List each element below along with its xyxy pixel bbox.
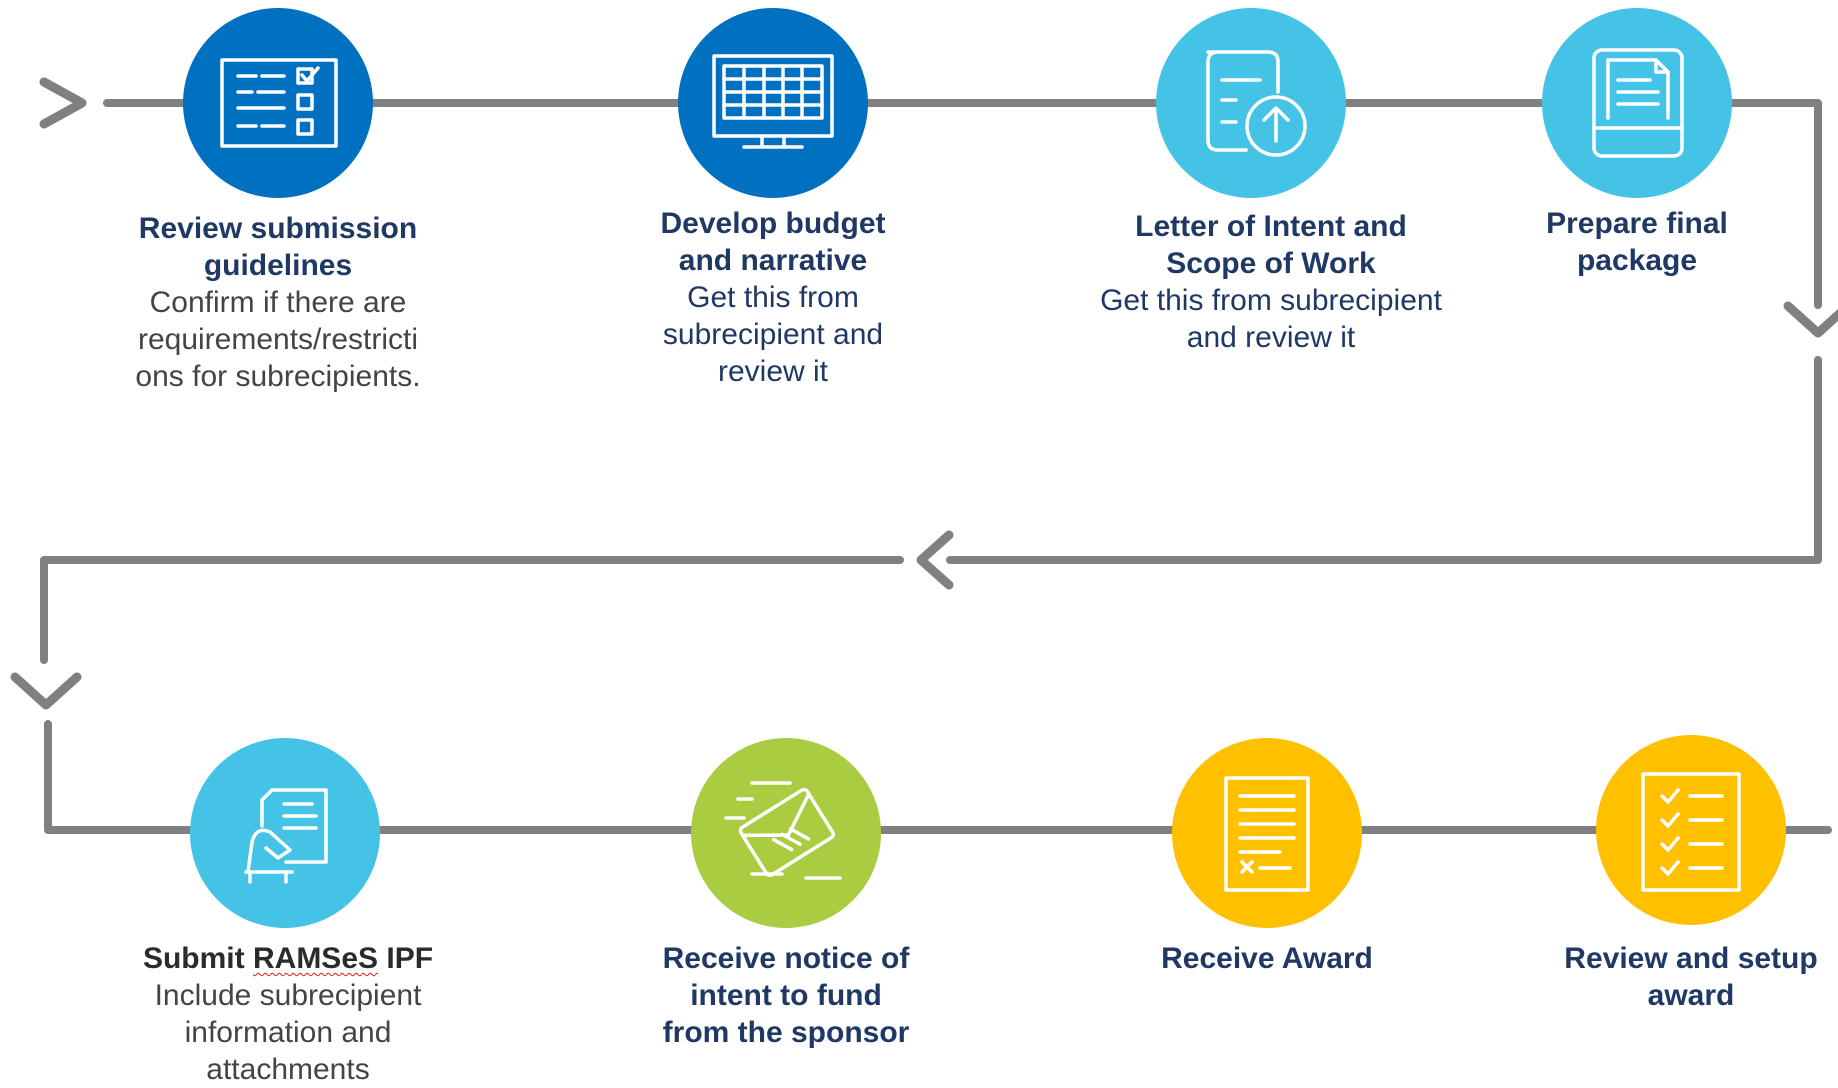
checklist-form-icon	[220, 58, 338, 148]
step-title: and narrative	[678, 244, 868, 277]
step-title: Scope of Work	[1166, 247, 1376, 280]
chevron-down-icon	[10, 672, 82, 710]
document-package-icon	[1592, 48, 1684, 158]
step-title: Prepare final	[1546, 207, 1728, 240]
step-4-label: Prepare final package	[1507, 205, 1767, 279]
step-6-circle	[691, 738, 881, 928]
step-title: intent to fund	[690, 979, 882, 1012]
step-description: review it	[717, 355, 829, 388]
step-description: requirements/restricti	[137, 323, 419, 356]
start-arrow-icon	[39, 77, 87, 129]
step-description: Get this from subrecipient	[1100, 284, 1442, 317]
connector-right-down	[946, 356, 1822, 564]
step-description: Include subrecipient	[154, 979, 422, 1012]
step-title: Review submission	[138, 212, 418, 245]
step-description: information and	[184, 1016, 392, 1049]
monitor-spreadsheet-icon	[712, 54, 834, 149]
document-upload-icon	[1206, 50, 1307, 157]
step-8-circle	[1596, 735, 1786, 925]
step-title: Letter of Intent and	[1135, 210, 1407, 243]
step-5-circle	[190, 738, 380, 928]
step-description: Get this from	[687, 281, 859, 314]
envelope-notice-icon	[724, 781, 842, 880]
step-title: guidelines	[203, 249, 353, 282]
step-title: package	[1576, 244, 1698, 277]
step-description: ons for subrecipients.	[135, 360, 421, 393]
step-2-circle	[678, 8, 868, 198]
step-3-label: Letter of Intent and Scope of Work Get t…	[1071, 208, 1471, 356]
connector-top-row	[103, 99, 1822, 309]
chevron-left-icon	[916, 530, 954, 590]
step-title: Review and setup	[1564, 942, 1818, 975]
step-8-label: Review and setup award	[1536, 940, 1838, 1014]
chevron-down-icon	[1783, 301, 1838, 338]
step-description: subrecipient and	[662, 318, 884, 351]
checklist-icon	[1641, 772, 1741, 892]
step-description: attachments	[206, 1053, 370, 1086]
step-2-label: Develop budget and narrative Get this fr…	[613, 205, 933, 390]
step-title: Receive notice of	[662, 942, 910, 975]
step-7-label: Receive Award	[1097, 940, 1437, 977]
step-title: from the sponsor	[662, 1016, 910, 1049]
step-1-label: Review submission guidelines Confirm if …	[118, 210, 438, 395]
step-title: award	[1647, 979, 1735, 1012]
step-title: Submit RAMSeS IPF	[142, 942, 434, 975]
step-title: Receive Award	[1161, 942, 1373, 975]
award-certificate-icon	[1224, 776, 1310, 892]
step-title: Develop budget	[660, 207, 886, 240]
connector-middle-row	[40, 556, 904, 664]
step-5-label: Submit RAMSeS IPF Include subrecipient i…	[118, 940, 458, 1088]
step-1-circle	[183, 8, 373, 198]
step-6-label: Receive notice of intent to fund from th…	[616, 940, 956, 1051]
hand-document-icon	[244, 788, 328, 884]
step-3-circle	[1156, 8, 1346, 198]
step-description: Confirm if there are	[149, 286, 407, 319]
step-7-circle	[1172, 738, 1362, 928]
step-description: and review it	[1186, 321, 1356, 354]
